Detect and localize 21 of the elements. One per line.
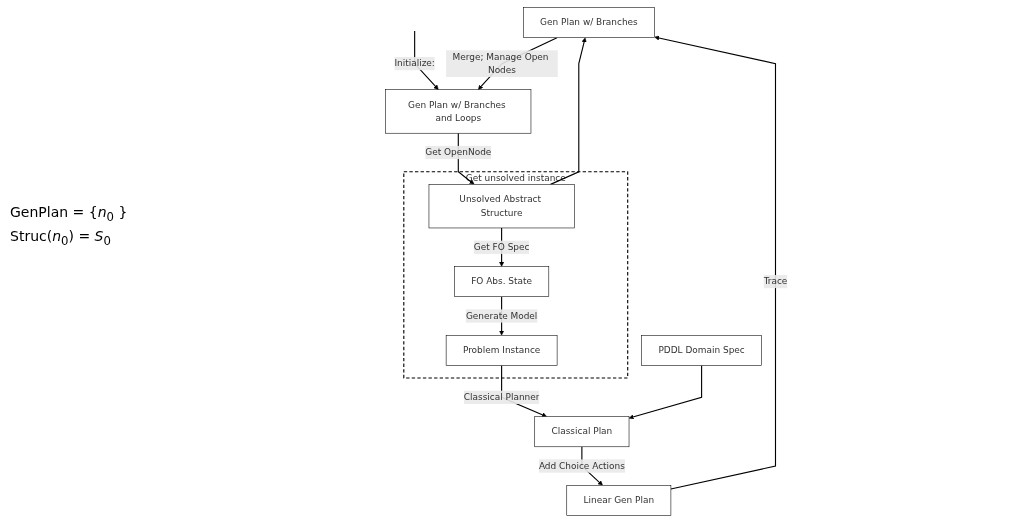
edge-label: Add Choice Actions <box>538 460 625 472</box>
arrow <box>628 364 703 420</box>
node-box: Linear Gen Plan <box>566 485 672 516</box>
edge-label: Initialize: <box>394 58 435 69</box>
node-box: Gen Plan w/ Branches <box>523 7 655 38</box>
arrow <box>550 37 587 185</box>
edge-label: Generate Model <box>465 310 538 322</box>
edge-label: Classical Planner <box>463 391 540 403</box>
node-box: Classical Plan <box>534 416 630 448</box>
node-box: PDDL Domain Spec <box>641 335 762 366</box>
formula-text: GenPlan = {n$_{0}$ } <box>10 204 129 224</box>
node-box: FO Abs. State <box>454 266 550 297</box>
node-box: Unsolved Abstract Structure <box>428 184 575 229</box>
edge-label: Trace <box>763 276 788 287</box>
edge-label: Merge; Manage Open Nodes <box>452 51 549 76</box>
edge-label: Get FO Spec <box>473 241 530 253</box>
node-box: Problem Instance <box>445 335 558 366</box>
edge-label: Get OpenNode <box>425 146 492 158</box>
formula-text: Struc(n$_{0}$) = S$_{0}$ <box>10 227 112 248</box>
node-box: Gen Plan w/ Branches and Loops <box>385 89 532 134</box>
arrow <box>654 35 777 490</box>
